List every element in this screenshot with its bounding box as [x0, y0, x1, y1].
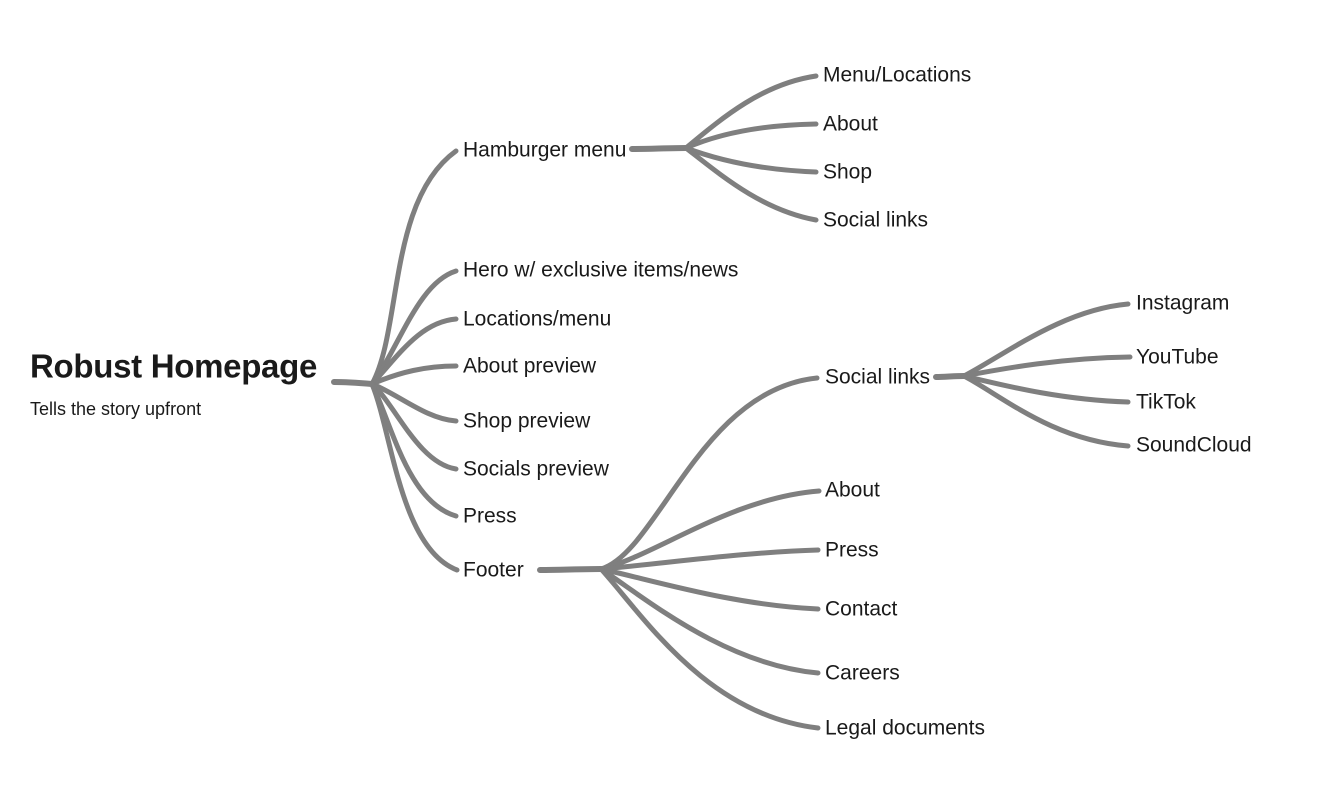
edge-hamburger-to-menu-locations: [683, 73, 819, 151]
edge-footer-stub: [537, 566, 604, 573]
edge-hamburger-to-about: [683, 121, 819, 151]
node-shop-preview[interactable]: Shop preview: [463, 410, 591, 433]
edge-root-to-socials-preview: [369, 381, 459, 472]
edge-root-to-about-preview: [369, 363, 459, 387]
edge-footer-to-contact: [598, 566, 821, 612]
node-social-instagram[interactable]: Instagram: [1136, 292, 1229, 315]
edge-footer-to-legal-documents: [598, 566, 821, 731]
node-footer-social-links[interactable]: Social links: [825, 366, 930, 389]
node-locations-menu[interactable]: Locations/menu: [463, 308, 611, 331]
edge-footer-to-careers: [598, 566, 821, 676]
edge-social-to-tiktok: [961, 373, 1131, 405]
node-footer-careers[interactable]: Careers: [825, 662, 900, 685]
edge-group-root: [331, 148, 460, 573]
edge-social-to-youtube: [961, 354, 1133, 379]
node-hamburger-shop[interactable]: Shop: [823, 161, 872, 184]
node-hamburger-menu-locations[interactable]: Menu/Locations: [823, 64, 971, 87]
root-node-title[interactable]: Robust Homepage: [30, 348, 317, 385]
node-social-soundcloud[interactable]: SoundCloud: [1136, 434, 1252, 457]
node-socials-preview[interactable]: Socials preview: [463, 458, 610, 481]
edge-root-to-footer: [369, 381, 460, 573]
node-social-tiktok[interactable]: TikTok: [1136, 391, 1196, 414]
node-social-youtube[interactable]: YouTube: [1136, 346, 1219, 369]
edge-hamburger-to-shop: [683, 145, 819, 175]
edge-root-to-locations-menu: [369, 316, 459, 387]
edge-social-links-stub: [933, 373, 967, 380]
edge-group-hamburger-menu: [629, 73, 819, 223]
edge-footer-to-press: [598, 547, 821, 572]
node-about-preview[interactable]: About preview: [463, 355, 597, 378]
edge-hamburger-to-social-links: [683, 145, 819, 223]
edge-group-footer: [537, 375, 822, 731]
edge-social-to-instagram: [961, 301, 1131, 379]
root-node-subtitle: Tells the story upfront: [30, 399, 201, 419]
node-hamburger-about[interactable]: About: [823, 113, 878, 136]
edge-footer-to-social-links: [598, 375, 820, 572]
node-press[interactable]: Press: [463, 505, 517, 528]
edge-social-to-soundcloud: [961, 373, 1131, 449]
node-footer-contact[interactable]: Contact: [825, 598, 898, 621]
edge-footer-to-about: [598, 488, 822, 572]
node-footer[interactable]: Footer: [463, 559, 524, 582]
edge-hamburger-stub: [629, 145, 689, 152]
edge-group-social-links: [933, 301, 1133, 449]
node-hamburger-social-links[interactable]: Social links: [823, 209, 928, 232]
edge-root-to-hamburger-menu: [369, 148, 459, 387]
edge-root-to-shop-preview: [369, 381, 459, 424]
node-footer-legal-documents[interactable]: Legal documents: [825, 717, 985, 740]
node-footer-press[interactable]: Press: [825, 539, 879, 562]
node-hamburger-menu[interactable]: Hamburger menu: [463, 139, 626, 162]
node-hero-exclusive[interactable]: Hero w/ exclusive items/news: [463, 259, 738, 282]
edge-root-stub: [331, 379, 375, 387]
node-footer-about[interactable]: About: [825, 479, 880, 502]
